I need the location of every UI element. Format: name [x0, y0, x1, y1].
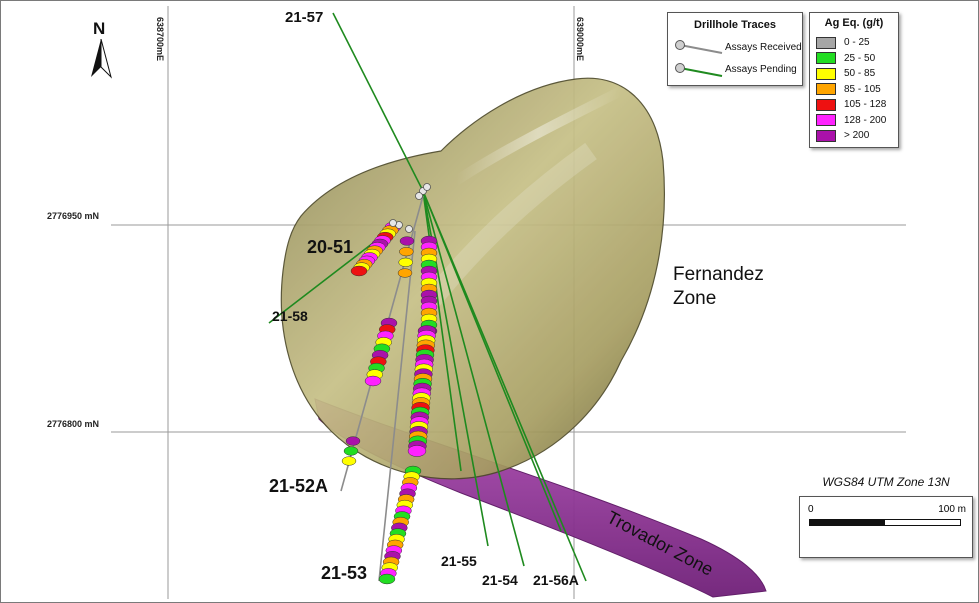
- crs-label: WGS84 UTM Zone 13N: [822, 475, 950, 489]
- grade-swatch: [816, 114, 836, 127]
- grade-legend-item: 25 - 50: [816, 51, 886, 67]
- assay-bead: [397, 268, 413, 278]
- north-arrow: N: [89, 19, 115, 79]
- scale-end-label: 100 m: [938, 504, 966, 515]
- assay-bead: [350, 265, 368, 277]
- assay-bead: [399, 247, 414, 257]
- grid-label-northing-2776800: 2776800 mN: [47, 419, 100, 429]
- collar-marker: [389, 219, 397, 227]
- fernandez-zone-body: [280, 77, 665, 480]
- assay-bead: [399, 236, 415, 246]
- assay-intervals: [341, 221, 438, 585]
- scale-bar: [809, 519, 961, 526]
- grade-legend: Ag Eq. (g/t) 0 - 25 25 - 50 50 - 85 85 - 10…: [809, 12, 899, 148]
- fernandez-zone-label: Fernandez Zone: [673, 263, 764, 311]
- grade-legend-title: Ag Eq. (g/t): [824, 17, 884, 29]
- assay-bead: [341, 456, 357, 466]
- body-highlight: [453, 86, 624, 186]
- trace-line: [378, 230, 416, 582]
- grade-label: 25 - 50: [844, 52, 876, 64]
- trace-legend-received: Assays Received: [725, 42, 802, 53]
- trace-legend-pending: Assays Pending: [725, 64, 797, 75]
- drillhole-label-21-53: 21-53: [321, 563, 368, 583]
- scale-bar-dark: [810, 520, 885, 525]
- grade-legend-item: 105 - 128: [816, 97, 886, 113]
- grade-label: 128 - 200: [844, 114, 887, 126]
- north-label: N: [93, 19, 106, 38]
- grade-swatch: [816, 98, 836, 111]
- north-arrow-icon: [91, 39, 112, 79]
- collar-marker: [415, 192, 423, 200]
- assay-bead: [343, 446, 359, 456]
- grade-legend-item: 128 - 200: [816, 113, 886, 129]
- trace-legend-symbols: [675, 40, 723, 77]
- grid-label-northing-2776950: 2776950 mN: [47, 211, 100, 221]
- drillhole-label-21-54: 21-54: [482, 572, 518, 588]
- assay-bead: [345, 436, 361, 446]
- body-highlight-2: [423, 142, 597, 308]
- fernandez-label-line1: Fernandez: [673, 264, 764, 285]
- scale-box: WGS84 UTM Zone 13N 0 100 m: [799, 475, 973, 558]
- assay-bead: [364, 375, 382, 387]
- drillhole-label-21-57: 21-57: [285, 9, 324, 26]
- grade-label: 85 - 105: [844, 83, 881, 95]
- grade-label: 0 - 25: [844, 37, 870, 49]
- drillhole-label-21-55: 21-55: [441, 553, 477, 569]
- assay-bead: [398, 257, 413, 267]
- trace-line: [332, 12, 424, 192]
- drillhole-collars: [389, 183, 431, 233]
- grade-legend-item: 0 - 25: [816, 35, 886, 51]
- trace-legend-title: Drillhole Traces: [694, 19, 776, 31]
- grid-label-easting-638700: 638700mE: [155, 17, 165, 62]
- trace-line: [422, 190, 562, 532]
- drillhole-label-21-58: 21-58: [272, 308, 308, 324]
- grade-legend-item: > 200: [816, 128, 886, 144]
- assay-bead: [378, 573, 396, 585]
- grade-label: 105 - 128: [844, 99, 887, 111]
- grade-swatch: [816, 83, 836, 96]
- trace-line: [422, 190, 525, 567]
- drillhole-traces: [268, 12, 587, 582]
- collar-marker: [423, 183, 431, 191]
- assay-bead: [407, 445, 427, 457]
- grade-swatch: [816, 36, 836, 49]
- grade-swatch: [816, 52, 836, 65]
- grade-label: > 200: [844, 130, 870, 142]
- collar-marker: [405, 225, 413, 233]
- scale-start-label: 0: [808, 504, 814, 515]
- grade-legend-item: 85 - 105: [816, 82, 886, 98]
- grade-label: 50 - 85: [844, 68, 876, 80]
- grade-swatch: [816, 67, 836, 80]
- grid-label-easting-639000: 639000mE: [575, 17, 585, 62]
- drillhole-label-21-52A: 21-52A: [269, 476, 329, 496]
- grade-swatch: [816, 129, 836, 142]
- trace-legend: Drillhole Traces Assays Received Assays …: [667, 12, 803, 86]
- drillhole-label-20-51: 20-51: [307, 237, 354, 257]
- fernandez-label-line2: Zone: [673, 288, 717, 309]
- grade-legend-item: 50 - 85: [816, 66, 886, 82]
- drillhole-label-21-56A: 21-56A: [533, 572, 579, 588]
